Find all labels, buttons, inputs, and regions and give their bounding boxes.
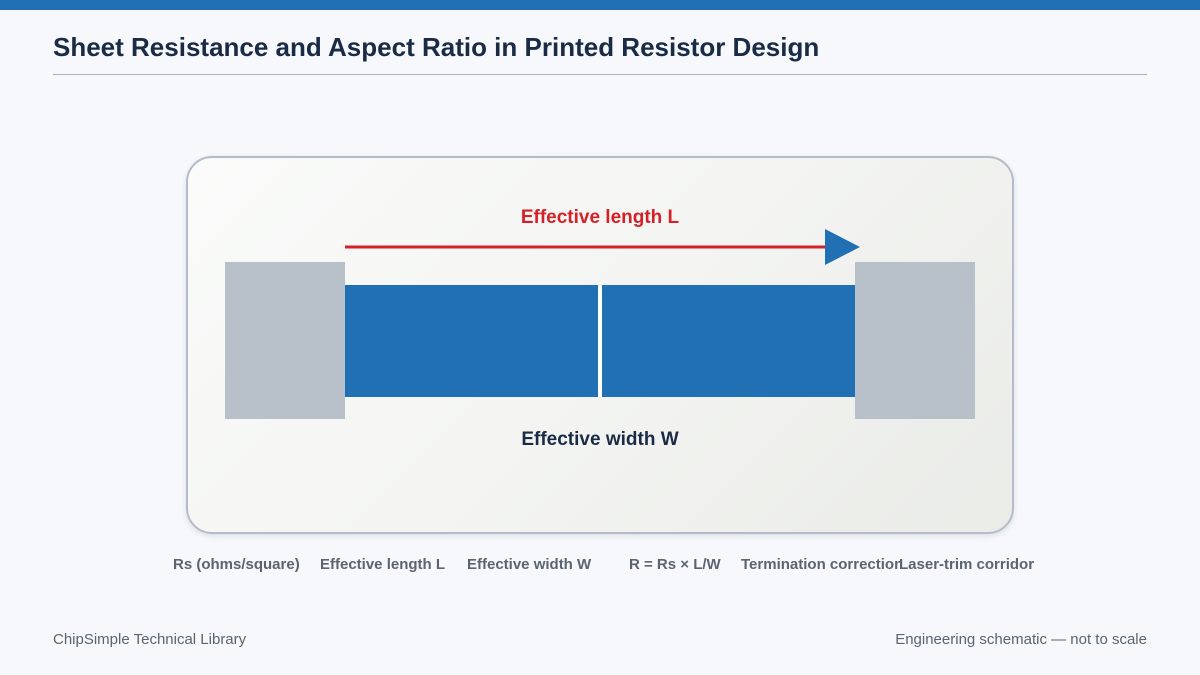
legend-item-width: Effective width W — [467, 556, 592, 573]
length-label: Effective length L — [520, 207, 680, 228]
legend-item-length: Effective length L — [320, 556, 446, 573]
legend-item-termination: Termination correction — [741, 556, 900, 573]
footer-source: ChipSimple Technical Library — [53, 631, 247, 648]
page-title: Sheet Resistance and Aspect Ratio in Pri… — [53, 32, 820, 62]
title-divider — [53, 74, 1147, 75]
laser-trim-cut — [598, 285, 602, 397]
legend-item-laser-trim: Laser-trim corridor — [899, 556, 1035, 573]
length-arrow-head — [825, 229, 860, 265]
legend-item-formula: R = Rs × L/W — [629, 556, 721, 573]
length-arrow — [345, 229, 860, 265]
left-termination-pad — [225, 262, 345, 419]
legend-item-sheet-resistance: Rs (ohms/square) — [173, 556, 300, 573]
footer-note: Engineering schematic — not to scale — [895, 631, 1147, 648]
legend-row: Rs (ohms/square) Effective length L Effe… — [0, 556, 1200, 576]
right-termination-pad — [855, 262, 975, 419]
top-accent-bar — [0, 0, 1200, 10]
width-label: Effective width W — [521, 429, 679, 450]
